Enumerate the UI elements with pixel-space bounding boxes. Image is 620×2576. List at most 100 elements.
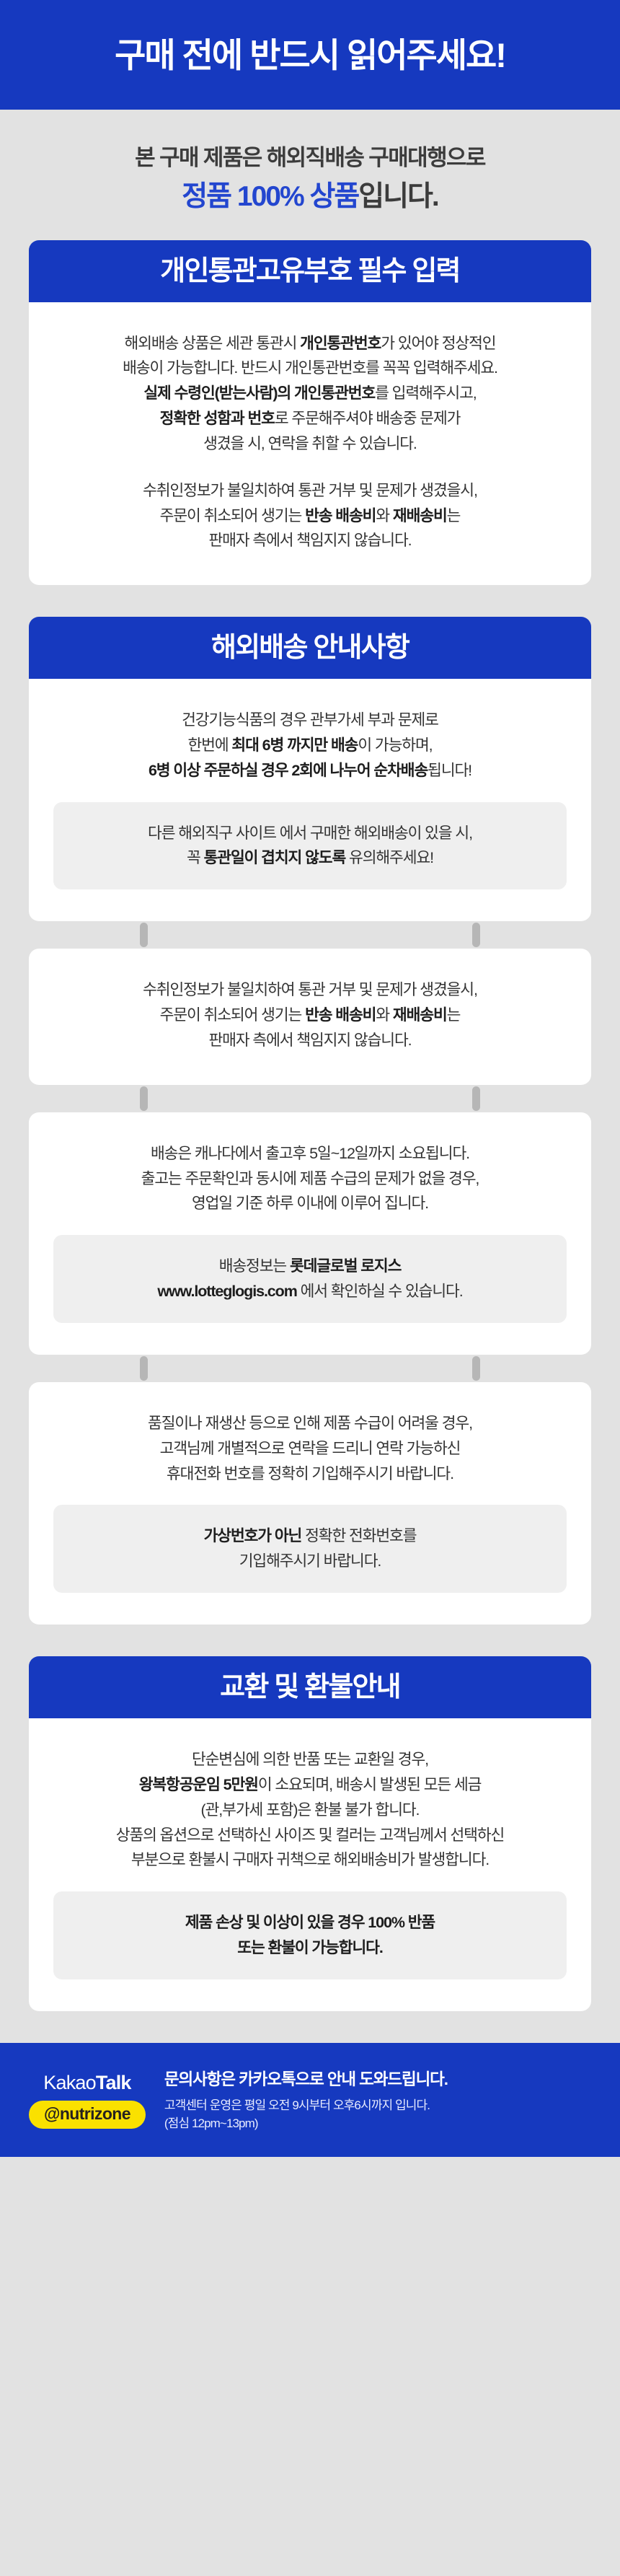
intro-line-1: 본 구매 제품은 해외직배송 구매대행으로 bbox=[135, 145, 486, 170]
body-paragraph: 수취인정보가 불일치하여 통관 거부 및 문제가 생겼을시, 주문이 취소되어 생… bbox=[53, 478, 567, 553]
top-banner-title: 구매 전에 반드시 읽어주세요! bbox=[115, 35, 507, 74]
body-paragraph: 단순변심에 의한 반품 또는 교환일 경우,왕복항공운임 5만원이 소요되며, … bbox=[53, 1747, 567, 1873]
ticket-card: 수취인정보가 불일치하여 통관 거부 및 문제가 생겼을시, 주문이 취소되어 생… bbox=[29, 949, 591, 1085]
body-line: 휴대전화 번호를 정확히 기입해주시기 바랍니다. bbox=[53, 1461, 567, 1487]
emphasis-text: 최대 6병 까지만 배송 bbox=[231, 736, 358, 754]
body-text: 한번에 bbox=[187, 736, 232, 754]
footer-text-block: 문의사항은 카카오톡으로 안내 도와드립니다. 고객센터 운영은 평일 오전 9… bbox=[164, 2066, 591, 2133]
ticket-card: 품질이나 재생산 등으로 인해 제품 수급이 어려울 경우, 고객님께 개별적으로… bbox=[29, 1381, 591, 1625]
body-text: 를 입력해주시고, bbox=[375, 384, 477, 403]
highlight-line: 배송정보는 롯데글로벌 로지스 bbox=[68, 1254, 552, 1279]
section-header-overseas-shipping: 해외배송 안내사항 bbox=[29, 617, 591, 680]
body-text: 이 소요되며, 배송시 발생된 모든 세금 bbox=[257, 1775, 482, 1793]
body-text: 다른 해외직구 사이트 에서 구매한 해외배송이 있을 시, bbox=[148, 824, 473, 842]
emphasis-text: 롯데글로벌 로지스 bbox=[289, 1257, 402, 1275]
body-text: 배송은 캐나다에서 출고후 5일~12일까지 소요됩니다. bbox=[151, 1144, 470, 1162]
highlight-line: 제품 손상 및 이상이 있을 경우 100% 반품 bbox=[68, 1910, 552, 1935]
body-line: 한번에 최대 6병 까지만 배송이 가능하며, bbox=[53, 733, 567, 758]
body-text: 기입해주시기 바랍니다. bbox=[239, 1552, 382, 1570]
body-line: 판매자 측에서 책임지지 않습니다. bbox=[53, 1028, 567, 1053]
body-text: 로 주문해주셔야 배송중 문제가 bbox=[274, 410, 461, 428]
body-text: 꼭 bbox=[187, 849, 204, 867]
kakao-channel-pill[interactable]: @nutrizone bbox=[29, 2100, 146, 2129]
footer-hours-line-1: 고객센터 운영은 평일 오전 9시부터 오후6시까지 입니다. bbox=[164, 2098, 430, 2113]
body-line: 왕복항공운임 5만원이 소요되며, 배송시 발생된 모든 세금 bbox=[53, 1772, 567, 1798]
body-text: 가 있어야 정상적인 bbox=[381, 334, 496, 352]
body-line: 주문이 취소되어 생기는 반송 배송비와 재배송비는 bbox=[53, 504, 567, 529]
body-line: 수취인정보가 불일치하여 통관 거부 및 문제가 생겼을시, bbox=[53, 977, 567, 1003]
section-exchange-refund: 교환 및 환불안내 단순변심에 의한 반품 또는 교환일 경우,왕복항공운임 5… bbox=[0, 1656, 620, 2011]
intro-block: 본 구매 제품은 해외직배송 구매대행으로 정품 100% 상품입니다. bbox=[0, 110, 620, 240]
section-title: 개인통관고유부호 필수 입력 bbox=[160, 255, 461, 286]
body-line: 생겼을 시, 연락을 취할 수 있습니다. bbox=[53, 431, 567, 457]
body-line: 해외배송 상품은 세관 통관시 개인통관번호가 있어야 정상적인 bbox=[53, 331, 567, 356]
body-text: 생겼을 시, 연락을 취할 수 있습니다. bbox=[203, 434, 417, 452]
body-paragraph: 배송은 캐나다에서 출고후 5일~12일까지 소요됩니다. 출고는 주문확인과 동… bbox=[53, 1141, 567, 1216]
body-line: 품질이나 재생산 등으로 인해 제품 수급이 어려울 경우, bbox=[53, 1411, 567, 1436]
body-text: 건강기능식품의 경우 관부가세 부과 문제로 bbox=[182, 711, 439, 729]
body-text: 주문이 취소되어 생기는 bbox=[159, 506, 306, 524]
body-text: 상품의 옵션으로 선택하신 사이즈 및 컬러는 고객님께서 선택하신 bbox=[115, 1826, 505, 1844]
kakaotalk-wordmark: KakaoTalk bbox=[29, 2072, 146, 2094]
top-banner: 구매 전에 반드시 읽어주세요! bbox=[0, 0, 620, 110]
section-title: 해외배송 안내사항 bbox=[211, 633, 410, 664]
highlight-line: 기입해주시기 바랍니다. bbox=[68, 1549, 552, 1574]
section-body-exchange-refund: 단순변심에 의한 반품 또는 교환일 경우,왕복항공운임 5만원이 소요되며, … bbox=[29, 1718, 591, 2011]
intro-suffix: 입니다. bbox=[358, 180, 439, 212]
talk-word: Talk bbox=[95, 2072, 132, 2094]
section-header-customs-code: 개인통관고유부호 필수 입력 bbox=[29, 239, 591, 302]
kakaotalk-brand[interactable]: KakaoTalk @nutrizone bbox=[29, 2070, 146, 2129]
footer-hours: 고객센터 운영은 평일 오전 9시부터 오후6시까지 입니다. (점심 12pm… bbox=[164, 2097, 591, 2132]
body-paragraph: 수취인정보가 불일치하여 통관 거부 및 문제가 생겼을시, 주문이 취소되어 생… bbox=[53, 977, 567, 1052]
ticket-card: 배송은 캐나다에서 출고후 5일~12일까지 소요됩니다. 출고는 주문확인과 동… bbox=[29, 1112, 591, 1355]
body-line: 고객님께 개별적으로 연락을 드리니 연락 가능하신 bbox=[53, 1436, 567, 1461]
highlight-line: www.lotteglogis.com 에서 확인하실 수 있습니다. bbox=[68, 1279, 552, 1304]
footer-hours-line-2: (점심 12pm~13pm) bbox=[164, 2116, 259, 2130]
body-text: 수취인정보가 불일치하여 통관 거부 및 문제가 생겼을시, bbox=[143, 481, 478, 499]
intro-highlight: 정품 100% 상품 bbox=[182, 180, 360, 212]
body-text: 유의해주세요! bbox=[345, 849, 434, 867]
body-text: 이 가능하며, bbox=[358, 736, 433, 754]
emphasis-text: 개인통관번호 bbox=[300, 334, 381, 352]
highlight-line: 다른 해외직구 사이트 에서 구매한 해외배송이 있을 시, bbox=[68, 821, 552, 846]
emphasis-text: 또는 환불이 가능합니다. bbox=[237, 1939, 384, 1957]
body-text: 는 bbox=[446, 506, 461, 524]
body-text: 에서 확인하실 수 있습니다. bbox=[296, 1283, 464, 1301]
emphasis-text: www.lotteglogis.com bbox=[157, 1283, 297, 1301]
section-title: 교환 및 환불안내 bbox=[220, 1672, 401, 1703]
body-text: 배송정보는 bbox=[218, 1257, 290, 1275]
body-line: 단순변심에 의한 반품 또는 교환일 경우, bbox=[53, 1747, 567, 1772]
emphasis-text: 왕복항공운임 5만원 bbox=[138, 1775, 259, 1793]
kakao-word: Kakao bbox=[43, 2072, 96, 2094]
body-text: 와 bbox=[376, 506, 393, 524]
body-line: 건강기능식품의 경우 관부가세 부과 문제로 bbox=[53, 708, 567, 733]
body-line: (관,부가세 포함)은 환불 불가 합니다. bbox=[53, 1798, 567, 1823]
highlight-box: 다른 해외직구 사이트 에서 구매한 해외배송이 있을 시,꼭 통관일이 겹치지… bbox=[53, 801, 567, 890]
emphasis-text: 재배송비 bbox=[392, 506, 448, 524]
body-text: (관,부가세 포함)은 환불 불가 합니다. bbox=[200, 1801, 420, 1819]
emphasis-text: 실제 수령인(받는사람)의 개인통관번호 bbox=[143, 384, 376, 403]
section-header-exchange-refund: 교환 및 환불안내 bbox=[29, 1656, 591, 1719]
body-text: 주문이 취소되어 생기는 bbox=[159, 1006, 306, 1024]
body-text: 출고는 주문확인과 동시에 제품 수급의 문제가 없을 경우, bbox=[141, 1169, 480, 1187]
footer-headline: 문의사항은 카카오톡으로 안내 도와드립니다. bbox=[164, 2070, 448, 2088]
emphasis-text: 재배송비 bbox=[392, 1006, 448, 1024]
body-line: 배송이 가능합니다. 반드시 개인통관번호를 꼭꼭 입력해주세요. bbox=[53, 356, 567, 381]
body-line: 영업일 기준 하루 이내에 이루어 집니다. bbox=[53, 1191, 567, 1216]
body-text: 고객님께 개별적으로 연락을 드리니 연락 가능하신 bbox=[159, 1439, 461, 1457]
emphasis-text: 정확한 성함과 번호 bbox=[159, 410, 275, 428]
body-text: 는 bbox=[446, 1006, 461, 1024]
